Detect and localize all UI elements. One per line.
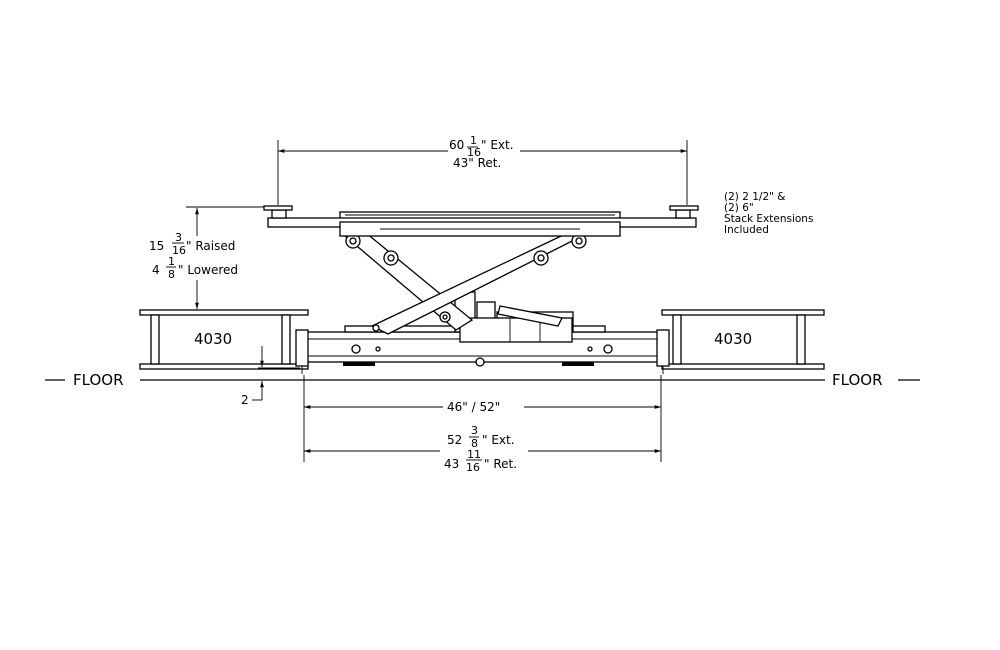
clearance-dimension [252,346,300,401]
note-line-4: Included [724,224,769,236]
base-width-dimension [303,375,662,462]
bottom-ext-whole: 52 [447,433,462,447]
note-line-3: Stack Extensions [724,213,813,225]
bottom-ret-suffix: " Ret. [484,457,517,471]
bottom-width-dimension [304,436,661,461]
floor-label-right: FLOOR [832,371,883,389]
base-width-label: 46" / 52" [447,400,500,414]
top-width-suffix: " Ext. [481,138,514,152]
bottom-ret-frac-den: 16 [466,461,480,474]
raised-whole: 15 [149,239,164,253]
note-line-2: (2) 6" [724,202,754,214]
bottom-ext-frac-num: 3 [471,424,478,437]
raised-frac-num: 3 [175,231,182,244]
scissor-arms [343,227,592,335]
floor-label-left: FLOOR [73,371,124,389]
pump-unit [454,291,574,343]
lowered-suffix: " Lowered [178,263,238,277]
bottom-ext-frac-den: 8 [471,437,478,450]
top-rail [263,205,699,237]
right-i-beam [661,309,825,370]
height-dimension [166,206,264,309]
clearance-label: 2 [241,393,249,407]
right-beam-label: 4030 [714,330,752,348]
note-line-1: (2) 2 1/2" & [724,191,785,203]
top-width-frac-num: 1 [470,134,477,147]
top-width-frac-den: 16 [467,146,481,159]
lowered-whole: 4 [152,263,160,277]
raised-suffix: " Raised [186,239,235,253]
top-width-whole: 60 [449,138,464,152]
top-width-dimension [277,140,688,205]
lowered-frac-den: 8 [168,268,175,281]
bottom-ext-suffix: " Ext. [482,433,515,447]
bottom-ret-whole: 43 [444,457,459,471]
raised-frac-den: 16 [172,244,186,257]
bottom-ret-frac-num: 11 [467,448,481,461]
lowered-frac-num: 1 [168,255,175,268]
left-beam-label: 4030 [194,330,232,348]
top-width-retracted: 43" Ret. [453,156,501,170]
